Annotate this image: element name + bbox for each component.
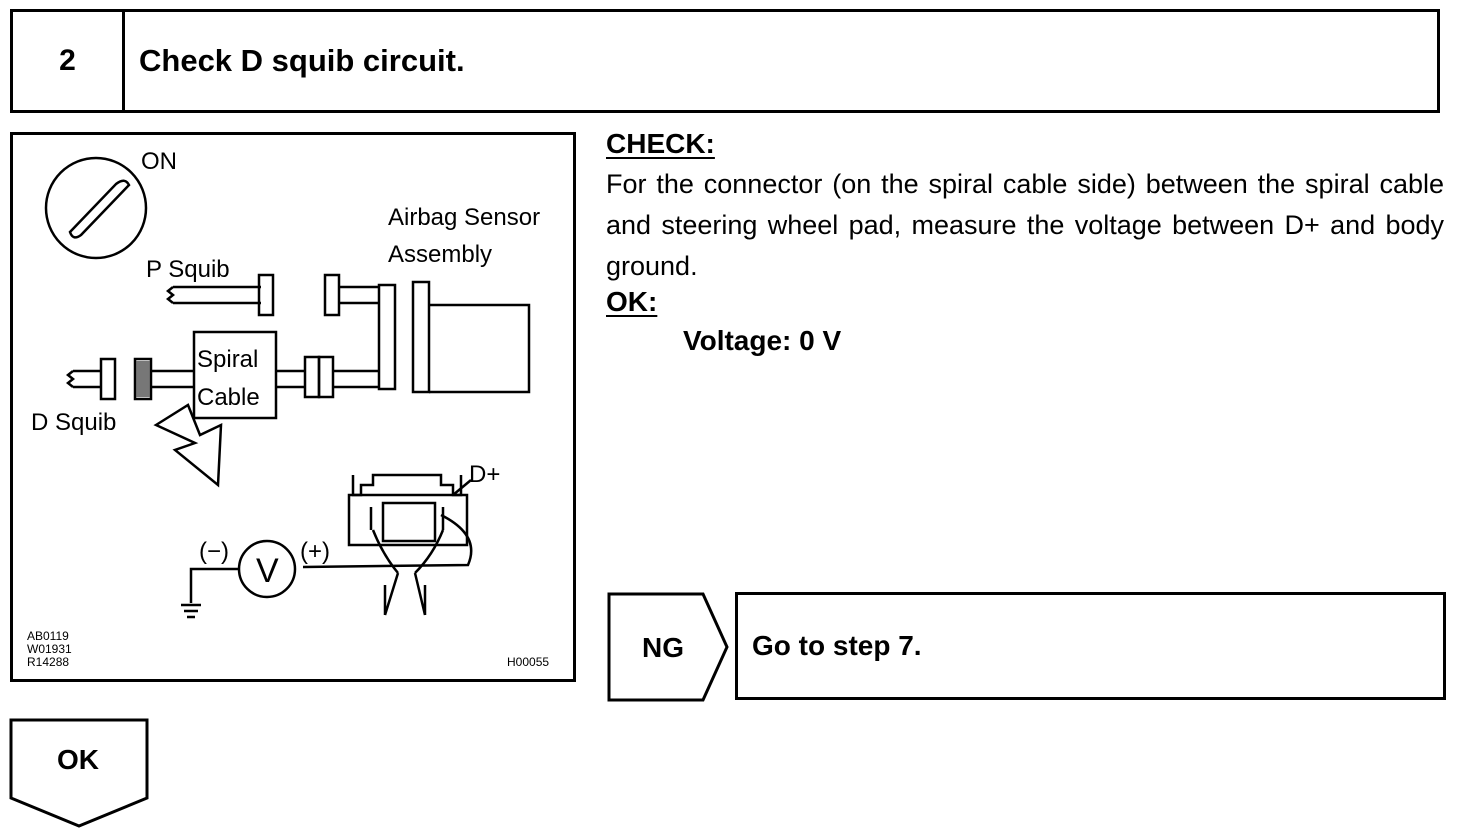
spiral-cable-label-1: Spiral [197, 346, 258, 373]
d-squib-connector [99, 357, 117, 401]
figure-code: H00055 [507, 655, 549, 669]
ng-action: Go to step 7. [735, 592, 1446, 700]
airbag-sensor-label-1: Airbag Sensor [388, 204, 540, 231]
positive-lead [302, 513, 473, 569]
spiral-cable-box [192, 330, 278, 420]
probe-wires [371, 529, 445, 616]
meter-positive-label: (+) [300, 538, 330, 565]
step-title: Check D squib circuit. [139, 43, 465, 78]
d-squib-pad-connector [133, 357, 153, 401]
d-squib-harness [151, 369, 194, 389]
airbag-sensor-body [429, 303, 531, 394]
sensor-connector [377, 283, 397, 391]
ok-criteria-heading: OK: [606, 286, 658, 317]
sensor-mating-connector [411, 280, 431, 394]
d-plus-label: D+ [469, 461, 500, 488]
p-squib-connector [257, 273, 275, 317]
spiral-cable-harness [276, 369, 305, 389]
d-squib-wire [65, 369, 101, 389]
ref-code-1: AB0119 [27, 629, 69, 643]
spiral-connector-b [317, 355, 335, 399]
airbag-sensor-label-2: Assembly [388, 241, 492, 268]
check-heading: CHECK: [606, 128, 715, 159]
ignition-key-icon [68, 179, 131, 239]
p-squib-mating-connector [323, 273, 341, 317]
connector-detail-body [347, 493, 469, 547]
d-plus-leader [452, 479, 472, 496]
spiral-to-sensor-harness [333, 369, 379, 389]
p-squib-wire [165, 285, 261, 305]
ok-arrow-shape [9, 718, 149, 828]
ng-arrow-shape [607, 592, 729, 702]
d-squib-label: D Squib [31, 409, 116, 436]
step-number: 2 [13, 12, 125, 110]
circuit-diagram-svg: ON Airbag Sensor Assembly P Squib Spiral… [27, 148, 549, 669]
connector-detail-cavity [381, 501, 437, 543]
meter-negative-label: (−) [199, 538, 229, 565]
ground-icon [181, 603, 201, 619]
connector-pins [369, 507, 445, 530]
spiral-cable-label-2: Cable [197, 384, 260, 411]
negative-lead [189, 567, 239, 603]
ok-criteria-value: Voltage: 0 V [683, 325, 842, 356]
spiral-connector-a [303, 355, 321, 399]
check-instructions: For the connector (on the spiral cable s… [606, 169, 1444, 281]
p-squib-harness [339, 285, 379, 305]
pad-connector-shading [136, 361, 150, 397]
ref-code-3: R14288 [27, 655, 69, 669]
circuit-diagram: ON Airbag Sensor Assembly P Squib Spiral… [10, 132, 576, 682]
ignition-switch-icon [44, 156, 148, 260]
meter-symbol: V [256, 552, 279, 590]
detail-arrow-icon [153, 403, 223, 488]
ok-label: OK [57, 744, 99, 775]
ref-code-2: W01931 [27, 642, 72, 656]
ng-label: NG [642, 632, 684, 663]
connector-detail-top [351, 473, 463, 497]
p-squib-label: P Squib [146, 256, 230, 283]
ignition-state-label: ON [141, 148, 177, 175]
step-header: 2 Check D squib circuit. [10, 9, 1440, 113]
